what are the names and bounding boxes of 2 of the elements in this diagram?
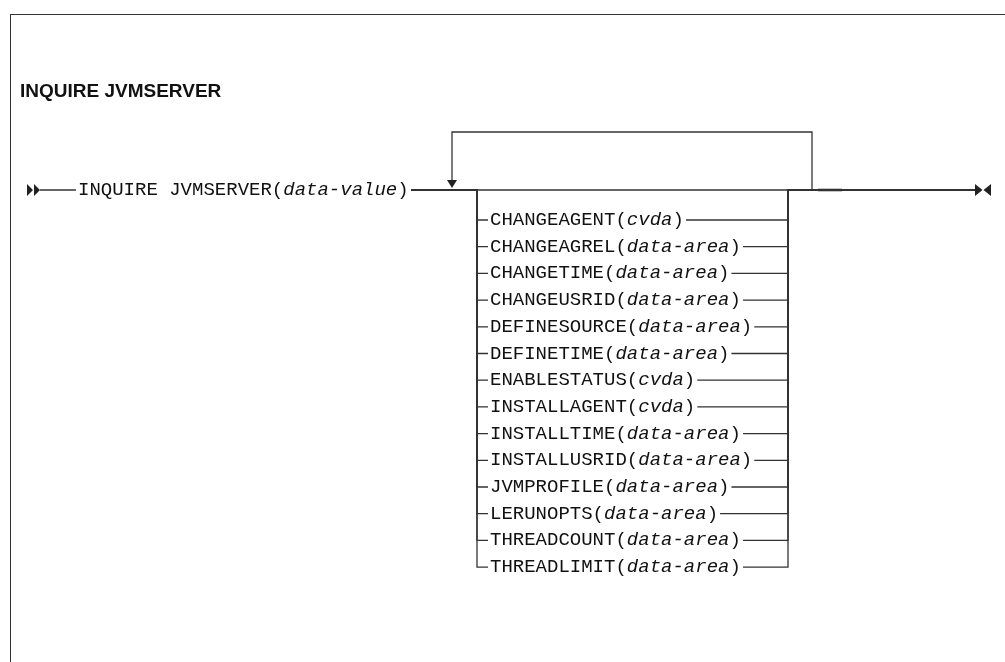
- title: INQUIRE JVMSERVER: [20, 80, 222, 102]
- end-marker-icon: [975, 183, 991, 197]
